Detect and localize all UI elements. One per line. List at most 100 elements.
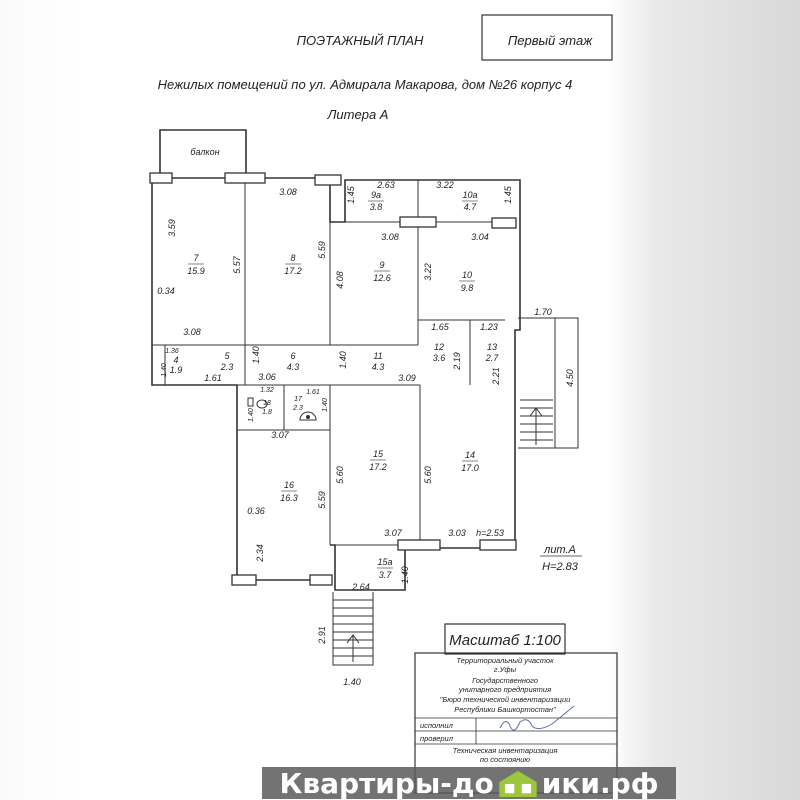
- svg-text:3.22: 3.22: [423, 263, 433, 281]
- svg-text:h=2.53: h=2.53: [476, 528, 504, 538]
- svg-text:г.Уфы: г.Уфы: [494, 665, 517, 674]
- svg-text:5.60: 5.60: [423, 466, 433, 484]
- svg-text:1.40: 1.40: [322, 398, 329, 412]
- watermark-banner: Квартиры-до ики.рф: [262, 766, 676, 800]
- svg-text:16: 16: [284, 480, 294, 490]
- svg-text:2.63: 2.63: [376, 180, 395, 190]
- svg-text:17.2: 17.2: [369, 462, 387, 472]
- watermark-right: ики.рф: [541, 766, 659, 800]
- svg-text:17.2: 17.2: [284, 266, 302, 276]
- svg-text:1.40: 1.40: [251, 346, 261, 364]
- svg-text:5: 5: [224, 351, 230, 361]
- svg-text:9: 9: [379, 260, 384, 270]
- svg-text:12: 12: [434, 342, 444, 352]
- sink-icon: [299, 411, 317, 421]
- room-11: 114.3: [372, 351, 385, 372]
- room-9a: 9а3.8: [368, 190, 384, 212]
- svg-text:17: 17: [294, 396, 303, 403]
- svg-text:1.40: 1.40: [343, 677, 361, 687]
- svg-text:8: 8: [290, 253, 295, 263]
- signature: [499, 705, 575, 731]
- svg-text:3.08: 3.08: [381, 232, 399, 242]
- room-13: 132.7: [485, 342, 500, 363]
- svg-text:11: 11: [373, 351, 382, 361]
- svg-text:3.8: 3.8: [370, 202, 383, 212]
- room-18: 181.8: [262, 400, 272, 416]
- svg-text:2.64: 2.64: [351, 582, 370, 592]
- svg-text:2.7: 2.7: [485, 353, 500, 363]
- svg-text:1.23: 1.23: [480, 322, 498, 332]
- svg-text:4.7: 4.7: [464, 202, 478, 212]
- svg-text:1.65: 1.65: [431, 322, 450, 332]
- svg-text:3.22: 3.22: [436, 180, 454, 190]
- watermark-left: Квартиры-до: [279, 766, 494, 800]
- svg-text:1.61: 1.61: [306, 389, 320, 396]
- svg-text:"Бюро технической инвентаризац: "Бюро технической инвентаризации: [440, 695, 571, 704]
- svg-text:Государственного: Государственного: [472, 676, 538, 685]
- svg-text:1.32: 1.32: [260, 387, 274, 394]
- svg-text:9.8: 9.8: [461, 283, 474, 293]
- svg-text:3.08: 3.08: [183, 327, 201, 337]
- svg-text:5.60: 5.60: [335, 466, 345, 484]
- svg-text:0.36: 0.36: [247, 506, 265, 516]
- height-label: H=2.83: [542, 561, 579, 573]
- svg-text:1.61: 1.61: [204, 373, 222, 383]
- toilet-icon: [247, 397, 268, 409]
- room-15: 15 17.2: [369, 449, 387, 472]
- floor-box: [481, 14, 613, 61]
- svg-text:1.8: 1.8: [262, 409, 272, 416]
- svg-text:3.04: 3.04: [471, 232, 489, 242]
- svg-text:Техническая инвентаризация: Техническая инвентаризация: [453, 746, 558, 755]
- svg-text:2.34: 2.34: [255, 544, 265, 563]
- svg-text:10: 10: [462, 270, 472, 280]
- svg-text:15.9: 15.9: [187, 266, 205, 276]
- svg-text:4: 4: [173, 355, 178, 365]
- svg-text:3.08: 3.08: [279, 187, 297, 197]
- svg-text:13: 13: [487, 342, 497, 352]
- svg-text:3.59: 3.59: [167, 219, 177, 237]
- room-6: 64.3: [287, 351, 300, 372]
- house-logo-icon: [496, 769, 540, 797]
- svg-text:2.3: 2.3: [292, 405, 303, 412]
- svg-text:0.34: 0.34: [157, 286, 175, 296]
- svg-text:9а: 9а: [371, 190, 381, 200]
- svg-text:2.91: 2.91: [317, 626, 327, 645]
- room-17: 172.3: [292, 396, 303, 412]
- svg-text:унитарного предприятия: унитарного предприятия: [458, 685, 551, 694]
- room-9: 912.6: [373, 260, 391, 283]
- walls: [149, 129, 521, 591]
- dimensions-horizontal: 3.08 2.63 3.22 3.08 3.04 3.08 1.65 1.23 …: [157, 180, 552, 687]
- svg-text:3.06: 3.06: [258, 372, 276, 382]
- svg-text:7: 7: [193, 253, 199, 263]
- svg-text:исполнил: исполнил: [420, 721, 454, 730]
- svg-text:6: 6: [290, 351, 295, 361]
- svg-text:3.09: 3.09: [398, 373, 416, 383]
- svg-text:2.21: 2.21: [491, 367, 501, 386]
- svg-text:3.07: 3.07: [384, 528, 403, 538]
- svg-text:1.45: 1.45: [346, 185, 356, 204]
- plan-title: ПОЭТАЖНЫЙ ПЛАН: [297, 32, 424, 48]
- room-12: 123.6: [433, 342, 446, 363]
- svg-text:10а: 10а: [462, 190, 477, 200]
- svg-text:3.03: 3.03: [448, 528, 466, 538]
- svg-text:Территориальный участок: Территориальный участок: [456, 656, 554, 665]
- svg-text:3.07: 3.07: [271, 430, 290, 440]
- floor-label: Первый этаж: [508, 33, 593, 48]
- plan-subtitle: Нежилых помещений по ул. Адмирала Макаро…: [158, 77, 573, 92]
- scale-label: Масштаб 1:100: [449, 632, 561, 649]
- svg-text:4.50: 4.50: [565, 369, 575, 387]
- svg-text:1.40: 1.40: [248, 408, 255, 422]
- svg-text:4.3: 4.3: [287, 362, 300, 372]
- room-8: 817.2: [284, 253, 302, 276]
- svg-text:5.57: 5.57: [232, 255, 242, 274]
- svg-text:2.3: 2.3: [220, 362, 234, 372]
- svg-text:4.3: 4.3: [372, 362, 385, 372]
- svg-text:17.0: 17.0: [461, 463, 479, 473]
- svg-text:1.40: 1.40: [400, 566, 410, 584]
- stair-bottom: [332, 592, 374, 666]
- svg-text:18: 18: [263, 400, 271, 407]
- svg-text:15: 15: [373, 449, 384, 459]
